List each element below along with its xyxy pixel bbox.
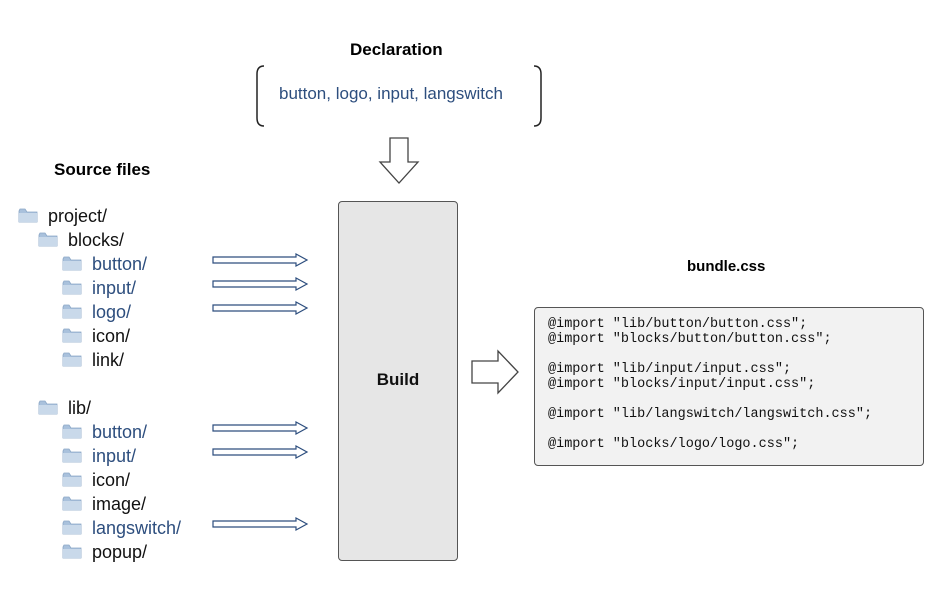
tree-item-label: popup/ <box>92 542 148 562</box>
bundle-title: bundle.css <box>687 258 766 275</box>
connector-arrow <box>212 420 309 436</box>
code-line: @import "blocks/button/button.css"; <box>548 332 832 347</box>
connector-arrow <box>212 252 309 268</box>
code-line: @import "lib/button/button.css"; <box>548 317 808 332</box>
code-line: @import "lib/langswitch/langswitch.css"; <box>548 407 873 422</box>
down-arrow-icon <box>378 137 420 184</box>
folder-icon <box>62 302 82 324</box>
tree-item: input/ <box>62 277 136 300</box>
tree-item: input/ <box>62 445 136 468</box>
tree-item-label: langswitch/ <box>92 518 182 538</box>
folder-icon <box>62 350 82 372</box>
tree-item: logo/ <box>62 301 131 324</box>
folder-icon <box>38 398 58 420</box>
tree-item: blocks/ <box>38 229 124 252</box>
tree-item: icon/ <box>62 325 130 348</box>
folder-icon <box>62 278 82 300</box>
tree-item-label: blocks/ <box>68 230 125 250</box>
tree-item-label: input/ <box>92 446 137 466</box>
folder-icon <box>62 542 82 564</box>
tree-item: popup/ <box>62 541 147 564</box>
folder-icon <box>62 470 82 492</box>
tree-item: button/ <box>62 421 147 444</box>
connector-arrow <box>212 516 309 532</box>
tree-item: project/ <box>18 205 107 228</box>
tree-item-label: button/ <box>92 422 148 442</box>
tree-item: icon/ <box>62 469 130 492</box>
tree-item: langswitch/ <box>62 517 181 540</box>
tree-item-label: icon/ <box>92 470 131 490</box>
connector-arrow <box>212 276 309 292</box>
folder-icon <box>62 422 82 444</box>
tree-item-label: project/ <box>48 206 108 226</box>
build-box: Build <box>338 201 458 561</box>
tree-item: image/ <box>62 493 146 516</box>
tree-item-label: lib/ <box>68 398 92 418</box>
folder-icon <box>18 206 38 228</box>
code-line: @import "blocks/logo/logo.css"; <box>548 437 800 452</box>
folder-icon <box>62 326 82 348</box>
tree-item: button/ <box>62 253 147 276</box>
code-line: @import "blocks/input/input.css"; <box>548 377 816 392</box>
connector-arrow <box>212 444 309 460</box>
tree-item-label: logo/ <box>92 302 132 322</box>
tree-item-label: icon/ <box>92 326 131 346</box>
tree-item-label: button/ <box>92 254 148 274</box>
declaration-braces <box>256 65 542 127</box>
tree-item: lib/ <box>38 397 91 420</box>
code-line: @import "lib/input/input.css"; <box>548 362 792 377</box>
bundle-code-box: @import "lib/button/button.css";@import … <box>534 307 924 466</box>
code-gap <box>548 392 923 407</box>
tree-item-label: image/ <box>92 494 147 514</box>
folder-icon <box>62 518 82 540</box>
source-files-title: Source files <box>54 160 151 179</box>
connector-arrow <box>212 300 309 316</box>
build-label: Build <box>376 370 420 389</box>
right-arrow-icon <box>471 349 519 395</box>
declaration-text: button, logo, input, langswitch <box>279 84 503 103</box>
folder-icon <box>62 446 82 468</box>
folder-icon <box>62 494 82 516</box>
tree-item-label: link/ <box>92 350 125 370</box>
tree-item-label: input/ <box>92 278 137 298</box>
declaration-title: Declaration <box>350 40 443 59</box>
tree-item: link/ <box>62 349 124 372</box>
code-gap <box>548 347 923 362</box>
code-gap <box>548 422 923 437</box>
folder-icon <box>62 254 82 276</box>
folder-icon <box>38 230 58 252</box>
